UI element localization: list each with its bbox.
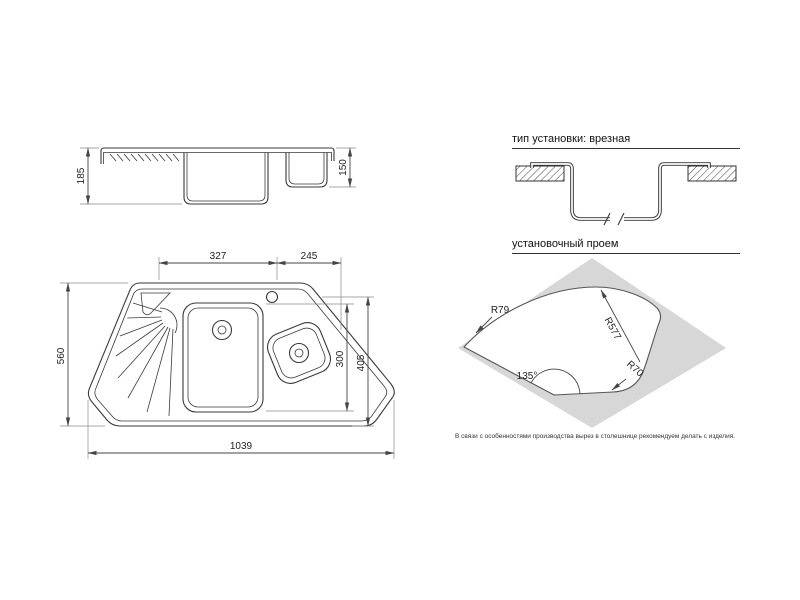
- countertop-left-hatch: [515, 165, 565, 182]
- dim-327-label: 327: [210, 251, 227, 262]
- small-bowl-outline: [266, 322, 332, 384]
- dim-width-245: 245: [276, 251, 342, 330]
- countertop-right-hatch: [687, 165, 737, 182]
- sink-section-left: [530, 162, 611, 226]
- sink-outline-outer: [87, 282, 395, 427]
- break-line-right: [617, 212, 625, 226]
- dim-150-label: 150: [338, 159, 349, 176]
- drainboard-ribs-side: [109, 153, 180, 162]
- dim-bowl-300: 300: [266, 303, 354, 412]
- break-line-left: [603, 212, 611, 226]
- corner-tray: [140, 292, 171, 316]
- rim-profile-outer: [100, 147, 335, 164]
- dim-width-1039: 1039: [87, 400, 395, 459]
- installation-opening-title: установочный проем: [512, 238, 618, 250]
- dim-right-405: 405: [322, 296, 374, 427]
- dim-300-label: 300: [335, 350, 346, 367]
- sink-section-right: [617, 162, 711, 226]
- small-bowl-inner: [272, 327, 326, 379]
- main-bowl-section-outer: [183, 152, 269, 205]
- small-bowl-drain-center: [294, 348, 304, 358]
- small-bowl: [266, 322, 332, 384]
- dim-radius-R79: R79: [475, 305, 510, 334]
- main-bowl-outline: [182, 302, 264, 413]
- dim-height-185: 185: [76, 147, 182, 205]
- dim-245-label: 245: [301, 251, 318, 262]
- side-view: 185 150: [76, 147, 356, 205]
- top-view: 327 245 560 300 405 10: [56, 251, 395, 459]
- installation-type-title: тип установки: врезная: [512, 133, 630, 145]
- dim-185-label: 185: [76, 167, 87, 184]
- cutout-shape: [463, 286, 662, 396]
- rim-profile-inner: [103, 152, 332, 164]
- main-bowl-drain: [211, 319, 233, 341]
- small-bowl-section-inner: [288, 152, 325, 185]
- dim-560-label: 560: [56, 347, 67, 364]
- dim-depth-560: 560: [56, 282, 128, 427]
- installation-opening-section: установочный проем R577 R79 R70 135° В с…: [455, 238, 740, 440]
- sink-outline-inner: [94, 288, 388, 422]
- dim-angle-135: 135°: [517, 368, 581, 395]
- installation-type-section: тип установки: врезная: [512, 133, 740, 226]
- drainboard-fan-ribs: [115, 302, 178, 417]
- dim-width-327: 327: [158, 251, 278, 280]
- main-bowl-section-inner: [186, 152, 266, 202]
- production-note: В связи с особенностями производства выр…: [455, 432, 735, 440]
- main-bowl-drain-center: [217, 325, 227, 335]
- small-bowl-section-outer: [285, 152, 328, 188]
- small-bowl-drain: [288, 342, 310, 364]
- r79-label: R79: [491, 305, 510, 316]
- tap-hole: [265, 290, 279, 304]
- dim-405-label: 405: [356, 354, 367, 371]
- dim-1039-label: 1039: [230, 441, 253, 452]
- angle-135-label: 135°: [517, 371, 538, 382]
- dim-depth-150: 150: [329, 147, 356, 188]
- main-bowl-inner: [187, 307, 259, 408]
